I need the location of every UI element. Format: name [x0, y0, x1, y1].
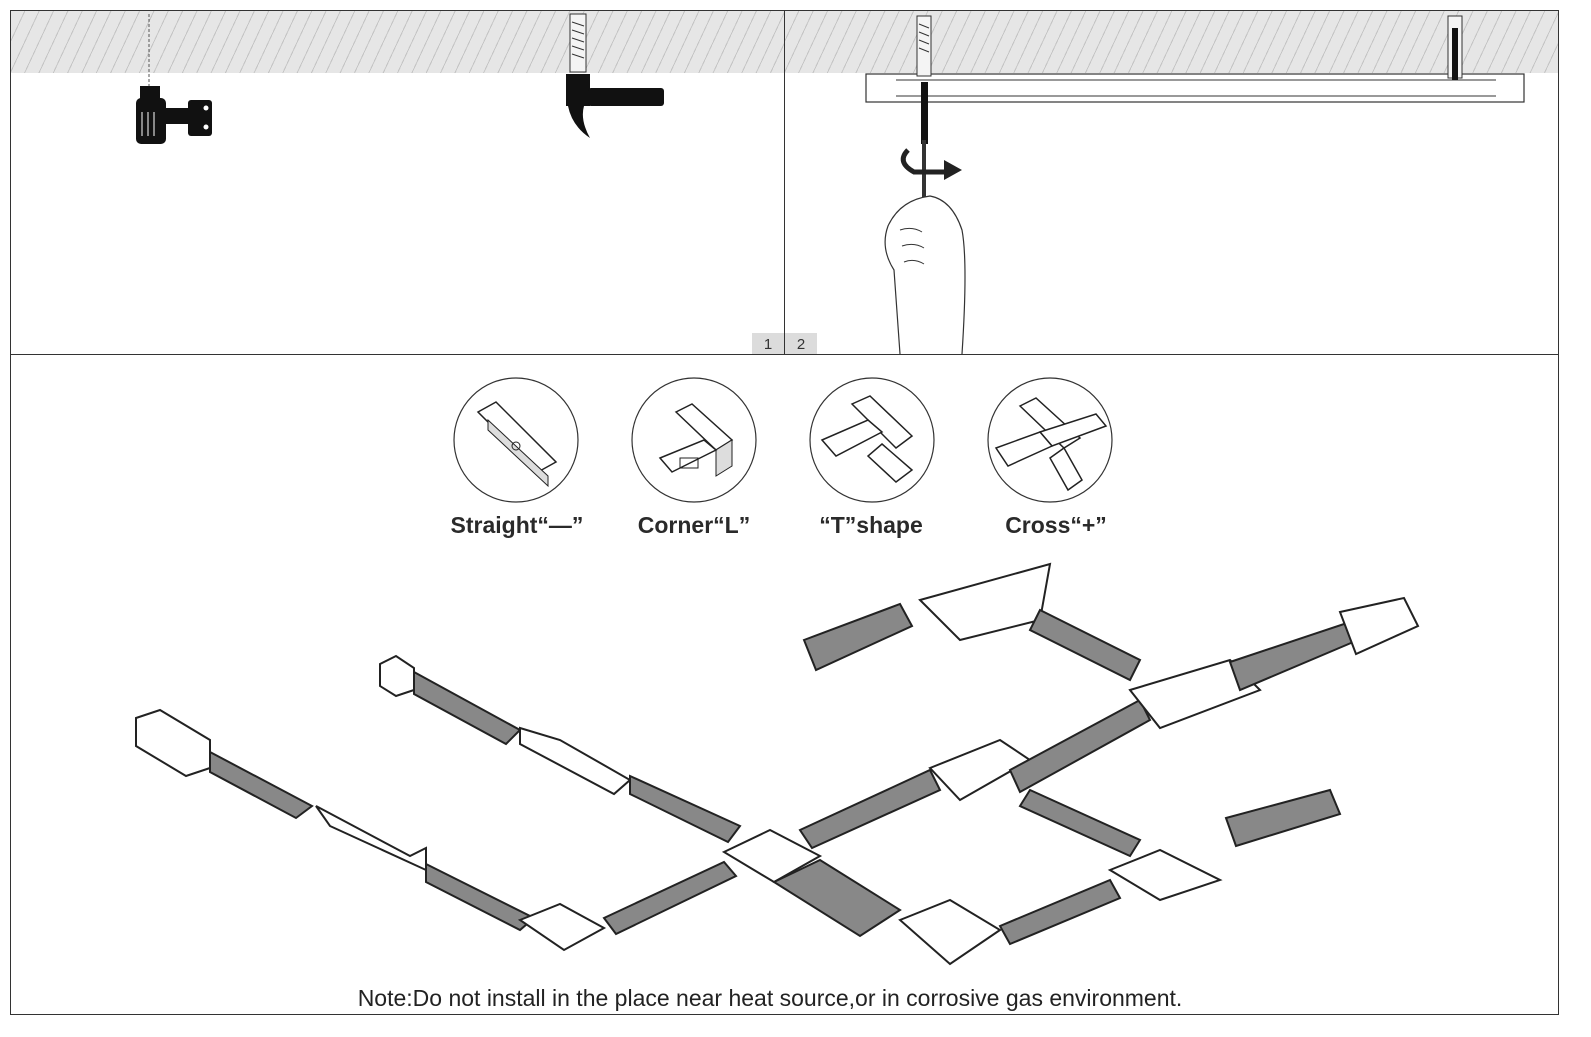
ceiling-texture-right: [785, 11, 1558, 73]
step-number-1: 1: [752, 333, 784, 354]
installation-note: Note:Do not install in the place near he…: [357, 985, 1183, 1011]
step-number-2: 2: [785, 333, 817, 354]
connector-label-straight: Straight“—”: [450, 512, 584, 538]
screw-anchor-icon: [569, 13, 587, 73]
ceiling-texture-left: [11, 11, 784, 73]
hand-screwdriver-icon: [884, 140, 966, 355]
connector-label-cross: Cross“+”: [1005, 512, 1107, 538]
drill-icon: [136, 14, 212, 144]
corner-connector-icon: [631, 377, 757, 503]
panel-divider-vertical: [784, 10, 785, 355]
connector-label-t-shape: “T”shape: [819, 512, 923, 538]
t-connector-icon: [809, 377, 935, 503]
cross-connector-icon: [987, 377, 1113, 503]
hammer-icon: [566, 74, 664, 138]
straight-connector-icon: [453, 377, 579, 503]
track-rail-icon: [865, 15, 1525, 144]
connector-label-corner: Corner“L”: [637, 512, 751, 538]
track-layout-diagram: [135, 562, 1420, 966]
